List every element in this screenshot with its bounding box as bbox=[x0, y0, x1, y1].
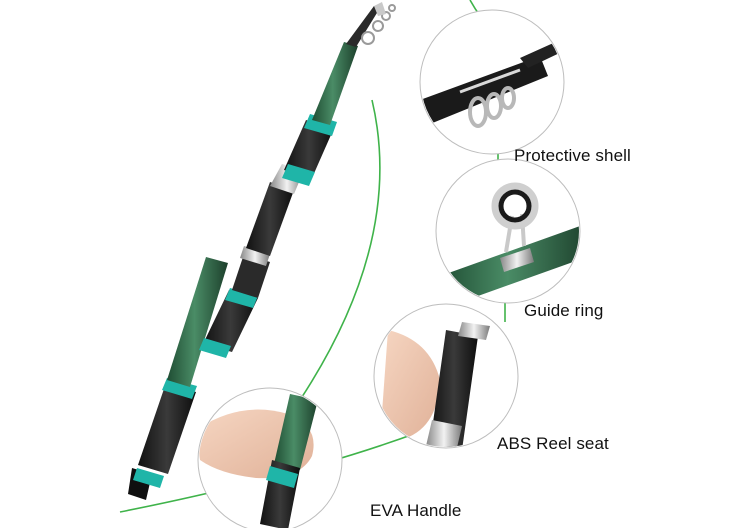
reel-seat-nut bbox=[232, 254, 270, 298]
front-grip-band-top bbox=[225, 288, 258, 308]
tip-cap bbox=[374, 2, 386, 16]
front-grip-band-low bbox=[199, 338, 231, 358]
detail-reel-seat bbox=[373, 303, 519, 449]
label-guide-ring: Guide ring bbox=[524, 301, 604, 320]
rear-grip-band-top bbox=[162, 378, 197, 399]
rear-eva-grip bbox=[138, 383, 196, 474]
fishing-rod bbox=[128, 2, 396, 500]
detail-eva-handle bbox=[197, 387, 343, 528]
tip-section bbox=[346, 6, 380, 47]
upper-eva-grip bbox=[284, 120, 334, 178]
lower-blank bbox=[167, 257, 228, 387]
label-reel-seat: ABS Reel seat bbox=[497, 434, 609, 453]
detail-guide-ring bbox=[435, 158, 581, 304]
tip-guides bbox=[361, 4, 396, 45]
upper-grip-band-low bbox=[282, 164, 315, 186]
reel-seat-body bbox=[246, 182, 294, 256]
upper-blank bbox=[312, 42, 358, 125]
detail-protective-shell bbox=[419, 9, 565, 155]
reel-seat-chrome-low bbox=[240, 246, 270, 266]
label-protective-shell: Protective shell bbox=[514, 146, 631, 165]
label-eva-handle: EVA Handle bbox=[370, 501, 462, 520]
rear-grip-band bbox=[133, 468, 164, 488]
